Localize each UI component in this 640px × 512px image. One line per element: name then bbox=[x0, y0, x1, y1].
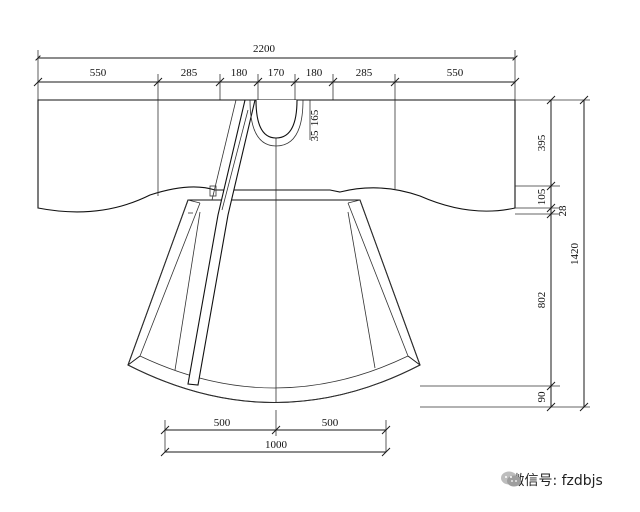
dim-total-length: 1420 bbox=[569, 243, 581, 266]
dim-seg-7: 550 bbox=[447, 67, 464, 79]
sleeves-shoulder bbox=[37, 99, 516, 213]
dim-seg-2: 285 bbox=[181, 67, 198, 79]
dim-body-length: 802 bbox=[536, 292, 548, 309]
segment-ticks bbox=[33, 74, 520, 100]
garment-outline bbox=[37, 99, 516, 404]
dim-seg-6: 285 bbox=[356, 67, 373, 79]
dim-seg-5: 180 bbox=[306, 67, 323, 79]
dim-underarm-a: 105 bbox=[536, 188, 548, 205]
collar-dimensions: 165 35 bbox=[309, 100, 321, 142]
dim-right-half: 500 bbox=[322, 417, 339, 429]
dim-seg-3: 180 bbox=[231, 67, 248, 79]
front-placket bbox=[187, 99, 256, 386]
dim-collar-offset: 35 bbox=[309, 130, 321, 142]
watermark-text: 微信号: fzdbjs bbox=[510, 473, 603, 489]
dim-sleeve-height: 395 bbox=[536, 134, 548, 151]
dim-seg-4: 170 bbox=[268, 67, 285, 79]
body-skirt bbox=[127, 199, 421, 404]
dim-left-half: 500 bbox=[214, 417, 231, 429]
dim-seg-1: 550 bbox=[90, 67, 107, 79]
dim-collar-depth: 165 bbox=[309, 109, 321, 126]
dim-underarm-b: 28 bbox=[557, 205, 569, 217]
dim-hem-width: 1000 bbox=[265, 439, 288, 451]
dim-total-width: 2200 bbox=[253, 43, 276, 55]
right-dimensions: 395 105 28 802 90 1420 bbox=[420, 95, 590, 412]
bottom-dimensions: 500 500 1000 bbox=[160, 410, 391, 457]
watermark: 微信号: fzdbjs bbox=[500, 470, 603, 490]
top-dimensions: 2200 550 285 180 170 180 285 550 bbox=[33, 43, 520, 100]
dim-hem-band: 90 bbox=[536, 391, 548, 403]
collar bbox=[249, 99, 304, 147]
